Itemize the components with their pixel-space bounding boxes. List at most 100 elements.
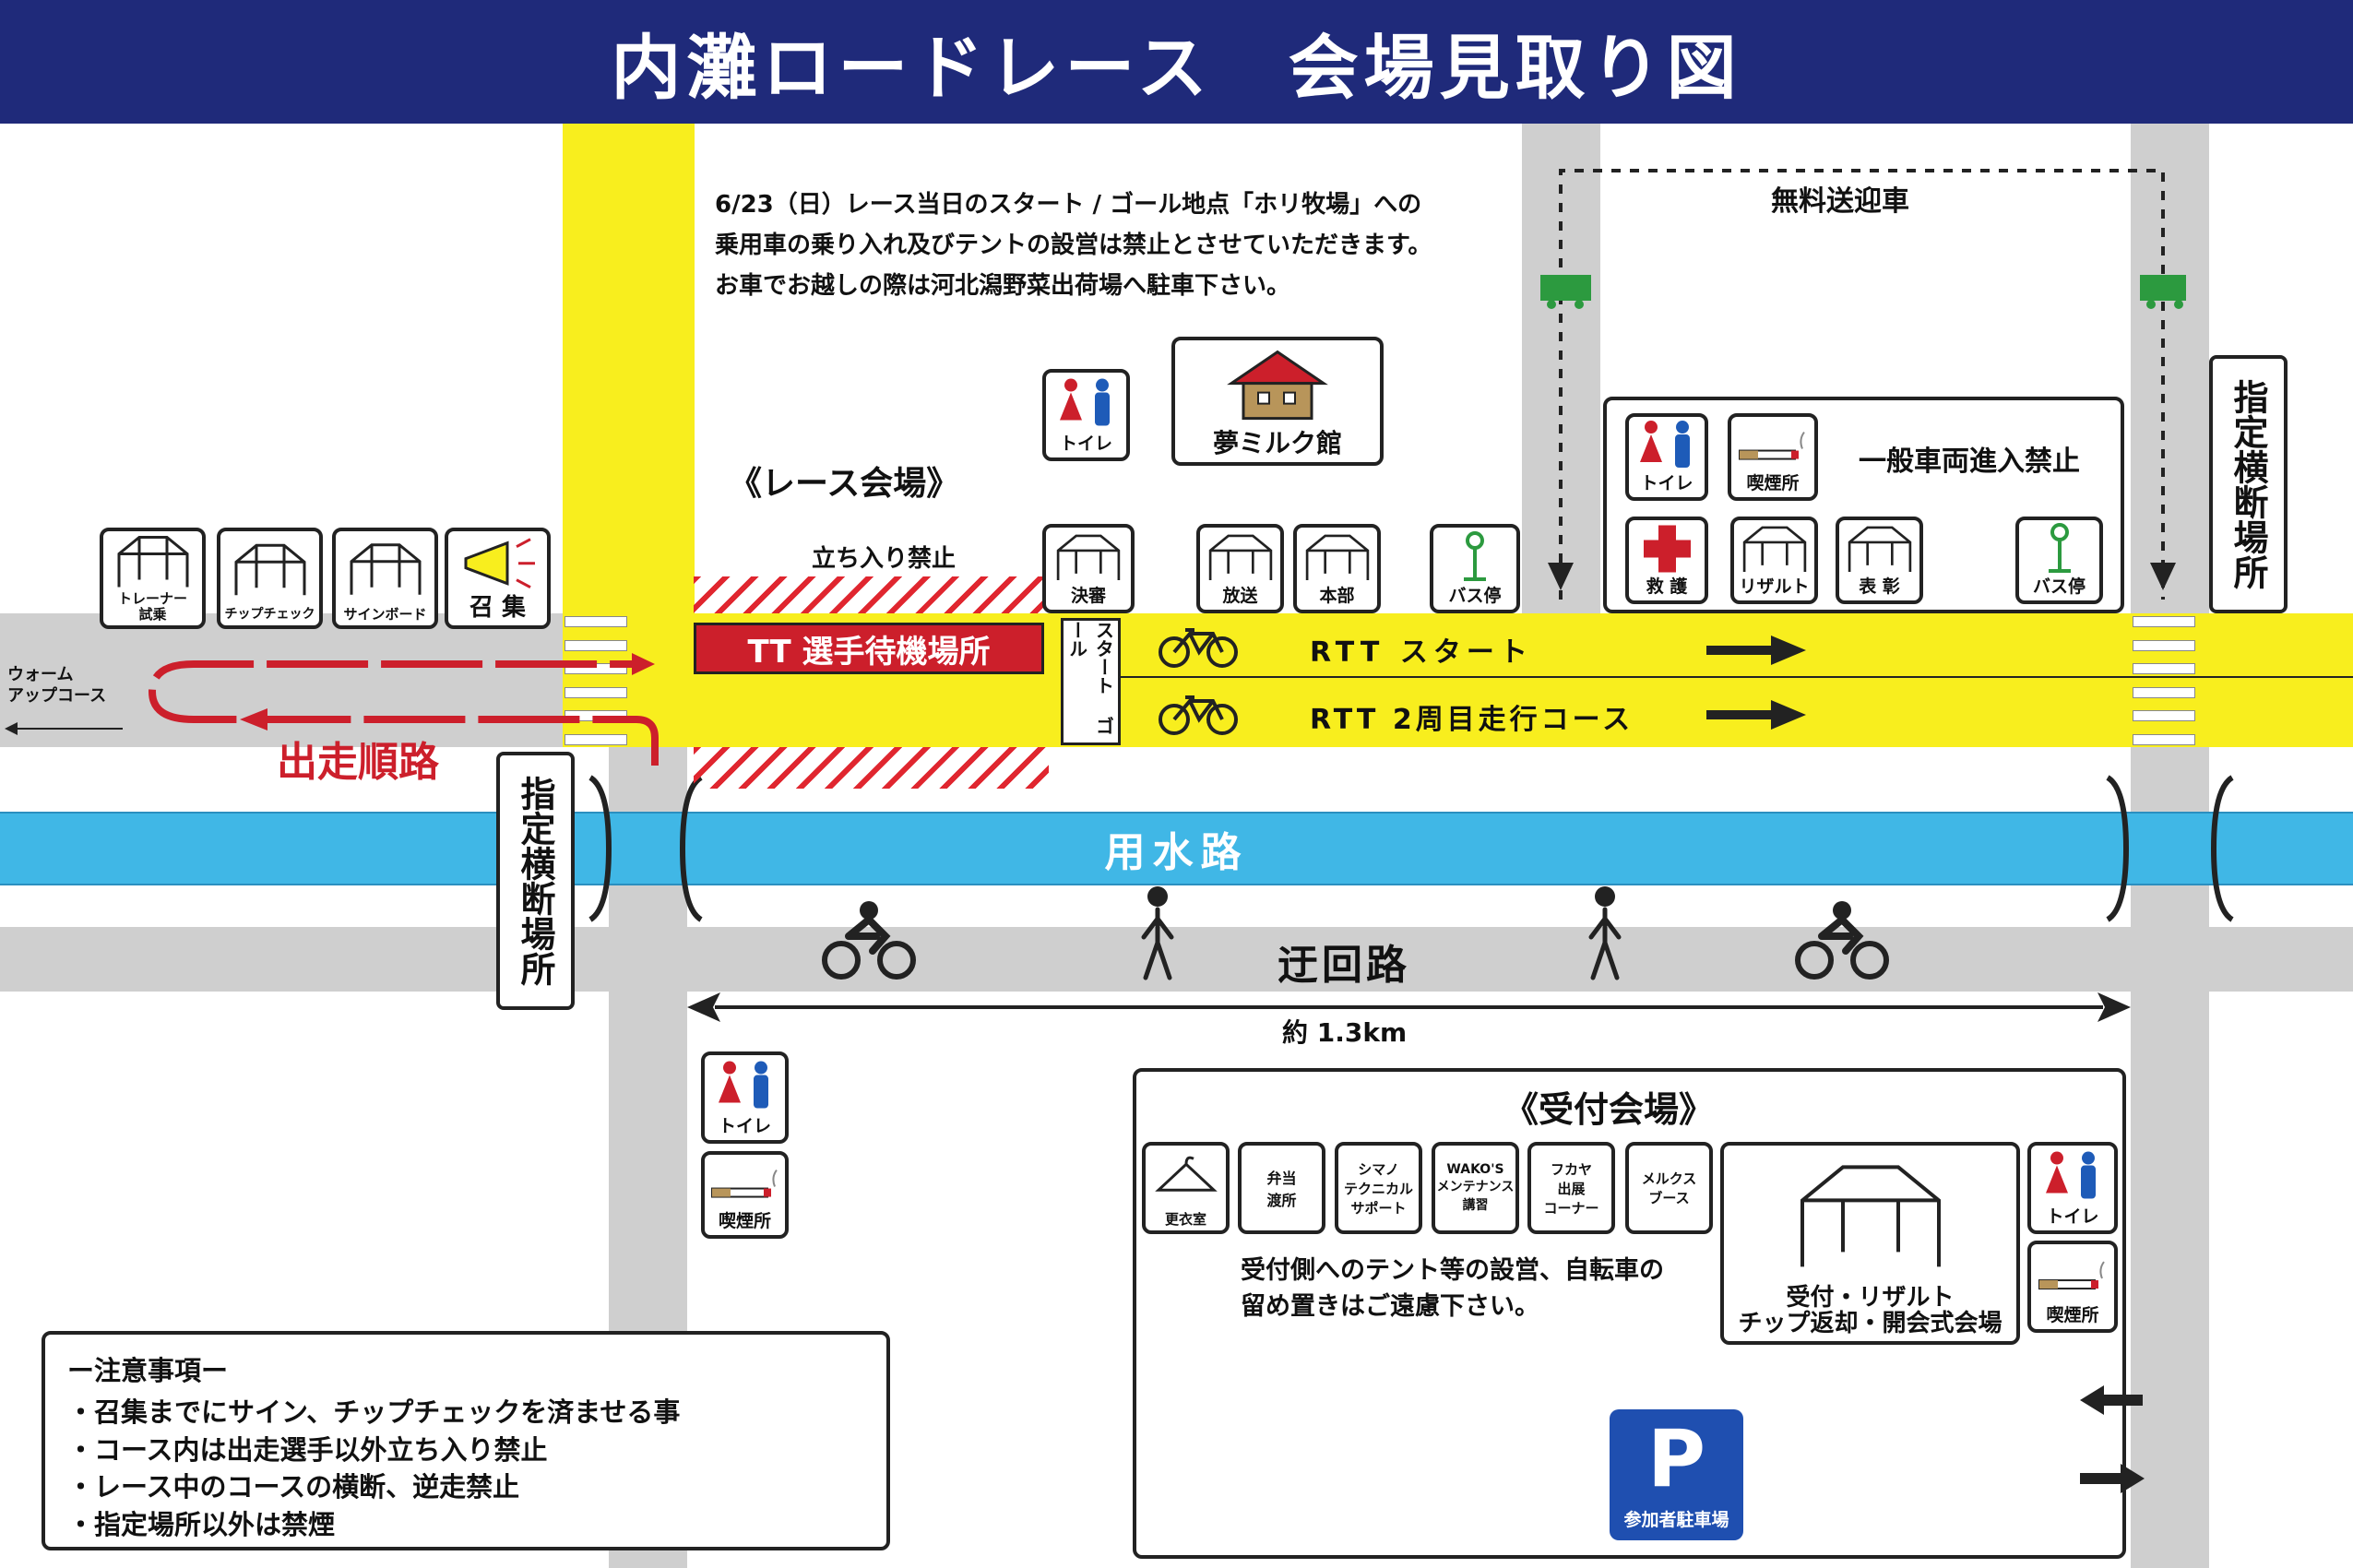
broadcast-tent: 放送 — [1196, 524, 1284, 613]
arrow-right-icon — [1706, 636, 1806, 665]
parking-label: 参加者駐車場 — [1623, 1509, 1729, 1530]
pedestrian-icon — [1141, 886, 1174, 980]
tent-icon — [1848, 526, 1911, 572]
arrow-left-icon — [2080, 1385, 2143, 1415]
tt-wait-area: TT 選手待機場所 — [694, 623, 1044, 674]
page-title: 内灘ロードレース 会場見取り図 — [611, 27, 1742, 109]
booth-fukaya: フカヤ 出展 コーナー — [1527, 1142, 1615, 1234]
canal: 用水路 — [0, 812, 2353, 885]
bus-stop-icon — [1464, 531, 1486, 582]
cigarette-icon — [1739, 431, 1805, 460]
rtt-lap2-label: RTT 2周目走行コース — [1310, 704, 1634, 736]
caution-item: ・指定場所以外は禁煙 — [67, 1508, 336, 1540]
caution-title: ー注意事項ー — [67, 1355, 229, 1386]
race-venue-label: 《レース会場》 — [729, 465, 960, 503]
toilet-icon — [1640, 421, 1690, 469]
reception-main-tent: 受付・リザルト チップ返却・開会式会場 — [1720, 1142, 2020, 1345]
kessin-tent: 決審 — [1042, 524, 1135, 613]
call-box: 召 集 — [445, 528, 551, 629]
house-icon — [1227, 350, 1328, 421]
tent-icon — [1208, 534, 1272, 580]
shuttle-route — [1540, 169, 2186, 600]
no-entry-label: 立ち入り禁止 — [812, 545, 957, 573]
arrow-right-icon — [2080, 1464, 2145, 1493]
crossing-sign-left: 指定横断場所 — [496, 752, 575, 1010]
toilet-box: トイレ — [2027, 1142, 2118, 1234]
smoking-box: 喫煙所 — [2027, 1241, 2118, 1333]
chipcheck-tent: チップチェック — [217, 528, 323, 629]
signboard-tent: サインボード — [332, 528, 438, 629]
bicycle-icon — [1159, 628, 1238, 668]
tent-icon — [234, 543, 305, 596]
toilet-icon — [718, 1061, 768, 1109]
arrow-left-icon — [5, 722, 123, 735]
notice-text: 6/23（日）レース当日のスタート / ゴール地点「ホリ牧場」への乗用車の乗り入… — [715, 191, 1432, 301]
changing-room-booth: 更衣室 — [1142, 1142, 1230, 1234]
hq-tent: 本部 — [1293, 524, 1381, 613]
milk-hall: 夢ミルク館 — [1171, 337, 1384, 466]
title-bar: 内灘ロードレース 会場見取り図 — [0, 0, 2353, 124]
red-cross-icon — [1643, 525, 1691, 573]
caution-item: ・レース中のコースの横断、逆走禁止 — [67, 1471, 520, 1503]
crosswalk-right — [2133, 616, 2195, 745]
start-goal-box: スタート ゴール — [1061, 618, 1121, 745]
bicycle-icon — [1159, 695, 1238, 735]
caution-box: ー注意事項ー ・召集までにサイン、チップチェックを済ませる事 ・コース内は出走選… — [42, 1331, 890, 1550]
bridge-marks — [588, 775, 2234, 922]
smoking-box: 喫煙所 — [1728, 413, 1818, 501]
no-entry-stripes-top — [694, 576, 1049, 613]
rtt-start-label: RTT スタート — [1310, 636, 1533, 669]
booth-shimano: シマノ テクニカル サポート — [1335, 1142, 1422, 1234]
toilet-icon — [1059, 378, 1110, 426]
reception-title: 《受付会場》 — [1503, 1089, 1715, 1130]
detour-label: 迂回路 — [1278, 942, 1410, 989]
award-tent: 表 彰 — [1836, 517, 1923, 604]
tent-icon — [1800, 1165, 1941, 1267]
reception-note: 受付側へのテント等の設営、自転車の 留め置きはご遠慮下さい。 — [1241, 1256, 1664, 1322]
crossing-sign-right: 指定横断場所 — [2209, 355, 2288, 613]
booth-merckx: メルクス ブース — [1625, 1142, 1713, 1234]
cigarette-icon — [2038, 1261, 2105, 1290]
bus-stop-box: バス停 — [2015, 517, 2103, 604]
caution-item: ・召集までにサイン、チップチェックを済ませる事 — [67, 1396, 681, 1428]
trainer-tent: トレーナー 試乗 — [100, 528, 206, 629]
booth-wakos: WAKO'S メンテナンス 講習 — [1432, 1142, 1519, 1234]
parking-icon: P — [1646, 1412, 1706, 1505]
pedestrian-icon — [1588, 886, 1622, 980]
megaphone-icon — [464, 538, 535, 589]
arrow-right-icon — [1706, 700, 1806, 730]
toilet-box: トイレ — [1042, 369, 1130, 461]
distance-label: 約 1.3km — [1282, 1017, 1408, 1048]
course-divider — [1061, 676, 2353, 678]
warmup-label: ウォーム アップコース — [7, 665, 107, 707]
tent-icon — [1305, 534, 1369, 580]
hanger-icon — [1154, 1156, 1218, 1192]
canal-label: 用水路 — [1104, 829, 1249, 876]
tent-icon — [350, 543, 421, 595]
bus-stop-icon — [2048, 523, 2071, 574]
cigarette-icon — [710, 1169, 778, 1198]
start-order-label: 出走順路 — [277, 739, 439, 786]
tent-icon — [1056, 534, 1121, 580]
cyclist-icon — [822, 901, 916, 980]
general-no-entry-label: 一般車両進入禁止 — [1859, 445, 2080, 478]
detour-road — [0, 927, 2353, 992]
toilet-box: トイレ — [701, 1051, 789, 1144]
road-left-horizontal — [0, 613, 563, 747]
shuttle-label: 無料送迎車 — [1771, 185, 1909, 218]
rescue-box: 救 護 — [1625, 517, 1708, 604]
start-order-path — [148, 653, 659, 766]
booth-bento: 弁当 渡所 — [1238, 1142, 1325, 1234]
bus-stop-box: バス停 — [1430, 524, 1520, 613]
tent-icon — [117, 536, 188, 588]
toilet-box: トイレ — [1625, 413, 1708, 501]
caution-item: ・コース内は出走選手以外立ち入り禁止 — [67, 1433, 548, 1466]
distance-arrow — [687, 992, 2131, 1022]
tent-icon — [1742, 526, 1806, 572]
no-entry-stripes-bottom — [694, 747, 1049, 789]
parking-sign: P 参加者駐車場 — [1610, 1409, 1743, 1540]
toilet-icon — [2046, 1151, 2096, 1199]
smoking-box: 喫煙所 — [701, 1151, 789, 1239]
cyclist-icon — [1795, 901, 1889, 980]
result-tent: リザルト — [1730, 517, 1818, 604]
